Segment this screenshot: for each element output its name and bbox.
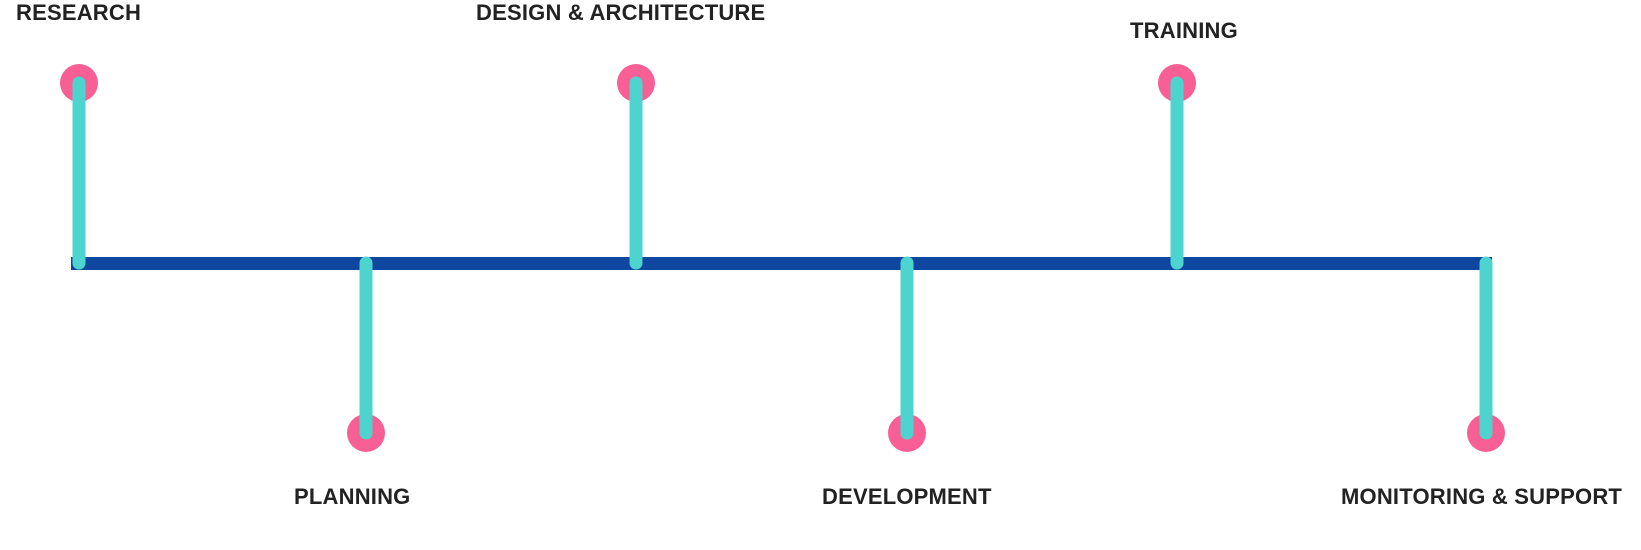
milestone-label-research: RESEARCH — [16, 0, 142, 25]
milestone-label-development: DEVELOPMENT — [822, 484, 992, 509]
milestone-label-design-architecture: DESIGN & ARCHITECTURE — [476, 0, 766, 25]
milestone-label-monitoring-support: MONITORING & SUPPORT — [1341, 484, 1623, 509]
milestone-label-planning: PLANNING — [294, 484, 411, 509]
timeline-axis — [71, 257, 1492, 270]
milestone-markers — [60, 64, 1505, 452]
milestone-label-training: TRAINING — [1130, 18, 1238, 43]
